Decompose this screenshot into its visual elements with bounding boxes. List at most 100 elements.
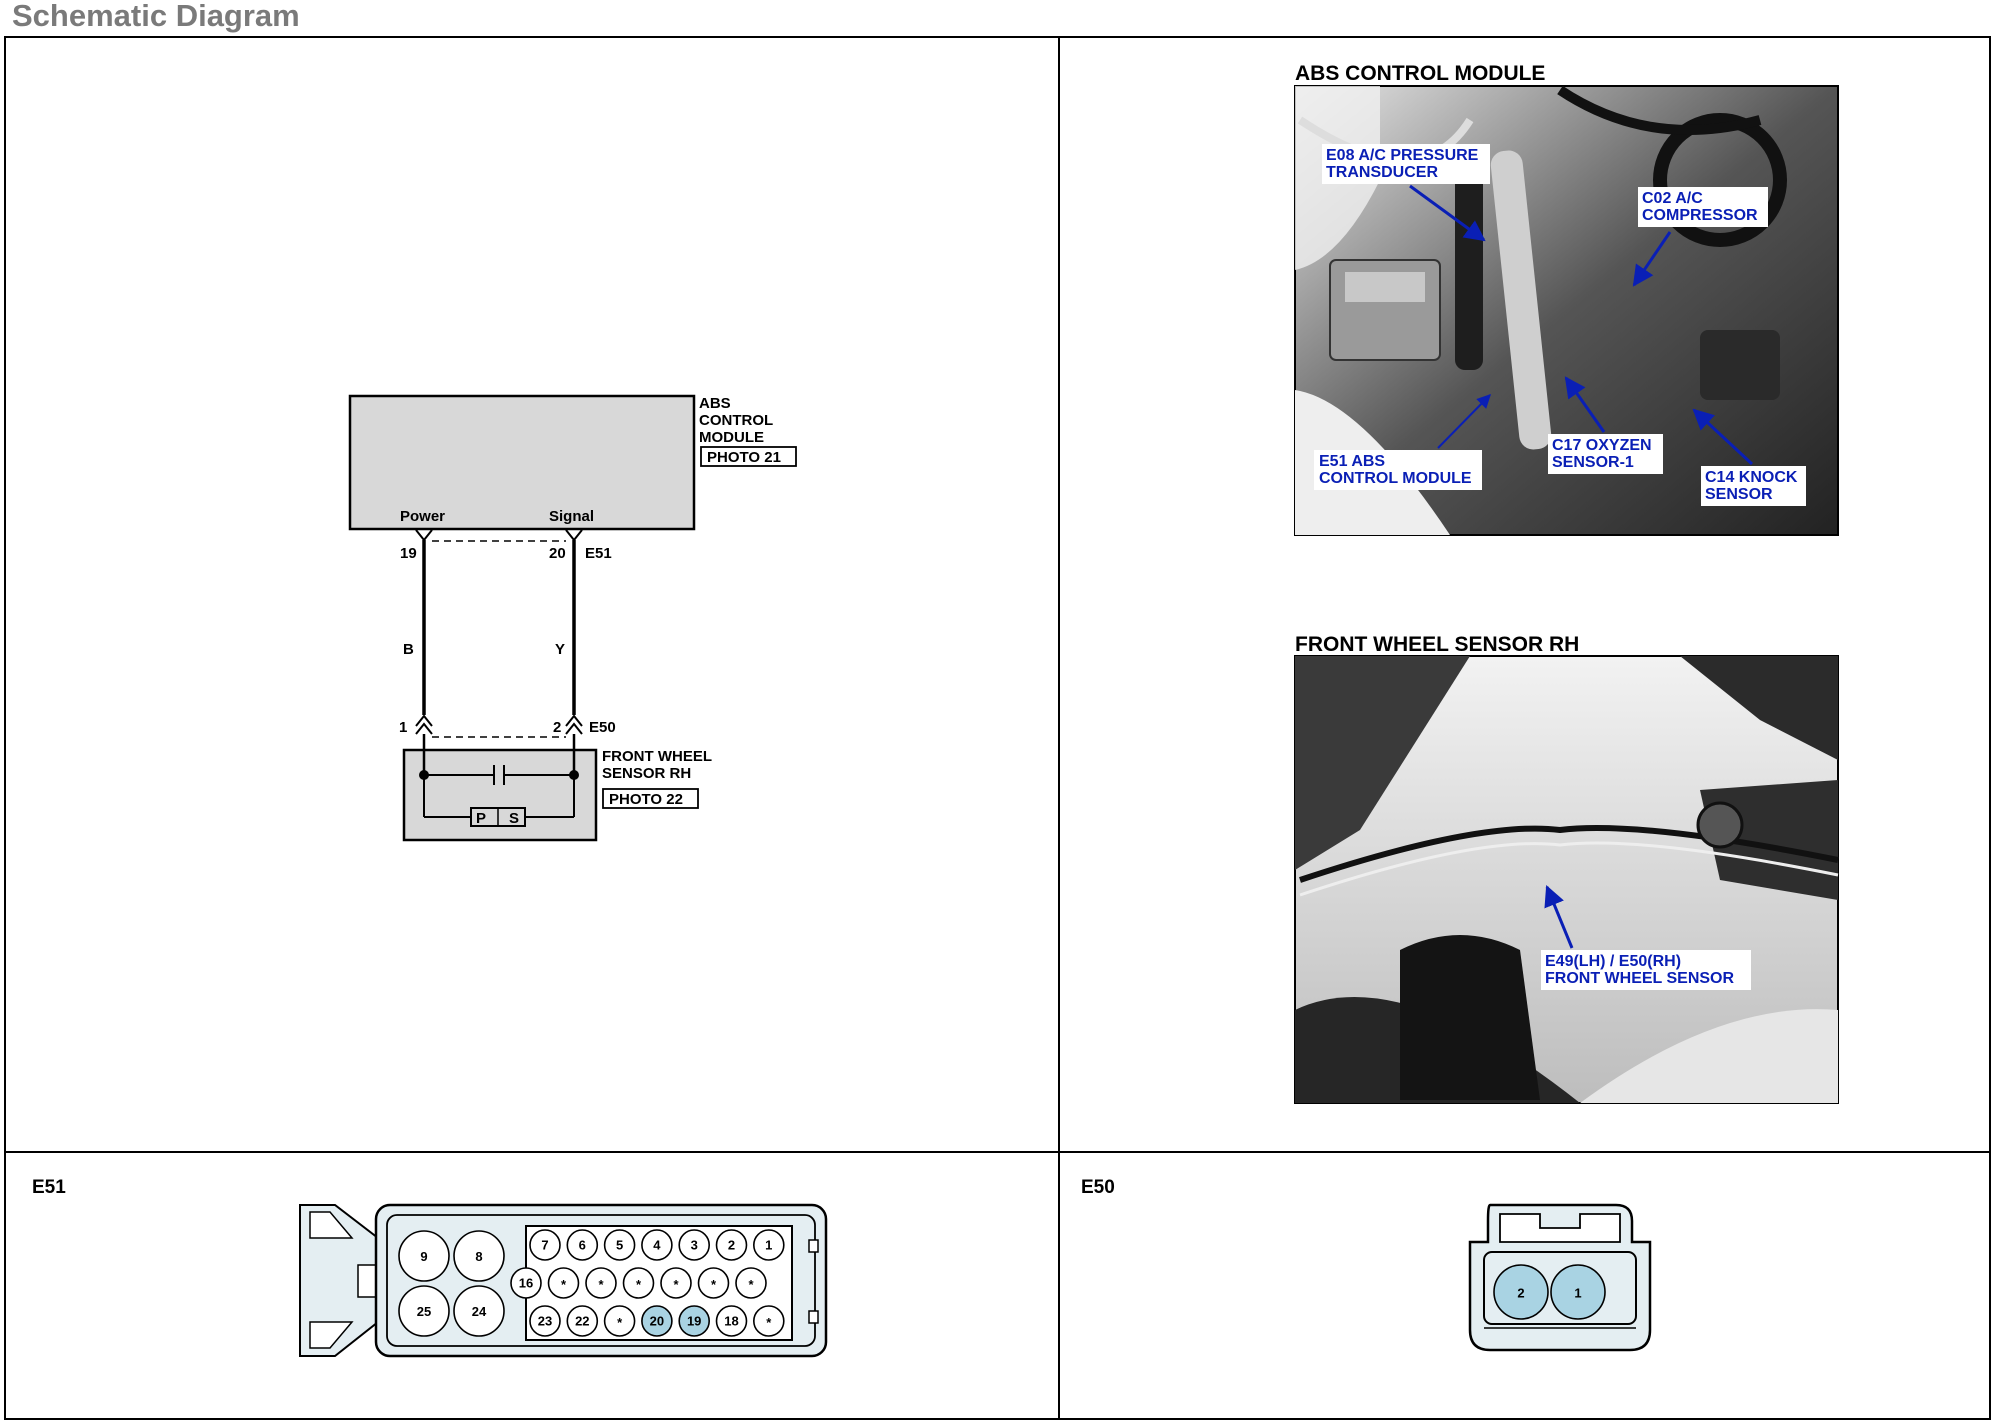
wire-y-color: Y [555,641,565,658]
connector-pin: 3 [678,1229,711,1261]
pin-label: 4 [653,1238,661,1253]
pin-label: 5 [616,1238,623,1253]
abs-module-label-3: MODULE [699,429,764,446]
photo22-box [602,788,699,809]
pin-label: 1 [765,1238,772,1253]
ps-p-label: P [476,810,486,827]
sensor-pin2-number: 2 [553,719,561,736]
pin-label: * [561,1277,567,1292]
connector-pin: * [752,1305,785,1337]
pin19-terminal [415,529,433,542]
pin-label: 20 [650,1314,664,1329]
connector-pin: 1 [1550,1264,1606,1320]
pin20-terminal [565,529,583,542]
abs-module-label-2: CONTROL [699,412,773,429]
pin-label: 19 [687,1314,701,1329]
pin-label: 2 [1517,1285,1524,1300]
power-label: Power [400,508,445,525]
pin-label: 9 [420,1249,427,1264]
callout-e51-box [1314,450,1482,490]
pin-label: * [617,1315,623,1330]
pin-label: 16 [519,1276,533,1291]
pin-label: * [711,1277,717,1292]
pin19-number: 19 [400,545,417,562]
pin-label: * [673,1277,679,1292]
wheel-sensor-label-1: FRONT WHEEL [602,748,712,765]
connector-pin: 8 [453,1230,505,1282]
abs-module-label-1: ABS [699,395,731,412]
pin-label: * [766,1315,772,1330]
connector-pin: 24 [453,1285,505,1337]
connector-pin: * [622,1267,655,1299]
callout-c02-line2: COMPRESSOR [1642,207,1758,224]
signal-label: Signal [549,508,594,525]
connector-pin: 23 [529,1305,561,1337]
pin-label: 22 [575,1314,589,1329]
connector-pin: * [547,1267,580,1299]
wheel-photo [1294,655,1839,1104]
callout-c17-box [1548,434,1663,474]
callout-c02-line1: C02 A/C [1642,190,1703,207]
callout-e49-box [1541,950,1751,990]
photo21-label: PHOTO 21 [707,449,781,466]
connector-pin: 19 [678,1305,711,1337]
callout-c02-box [1638,187,1768,227]
pin-label: * [636,1277,642,1292]
abs-photo-title: ABS CONTROL MODULE [1295,62,1545,85]
pin-label: 8 [475,1249,482,1264]
page-title: Schematic Diagram [12,0,300,33]
connector-pin: 7 [529,1229,561,1261]
wheel-callouts: E49(LH) / E50(RH) FRONT WHEEL SENSOR [1541,885,1751,990]
connector-pin: * [660,1267,692,1299]
callout-e51-line2: CONTROL MODULE [1319,470,1472,487]
connector-pin: * [697,1267,730,1299]
page-frame [4,36,1991,1420]
pin-label: * [598,1277,604,1292]
ps-s-label: S [509,810,519,827]
connector-pin: * [735,1267,767,1299]
pin-label: 3 [691,1238,698,1253]
pin-label: 24 [472,1304,487,1319]
connector-pin: 18 [715,1305,748,1337]
pin-label: 6 [579,1238,586,1253]
connector-pin: * [585,1267,617,1299]
callout-c17-line1: C17 OXYZEN [1552,437,1652,454]
pin-label: 7 [541,1238,548,1253]
connector-pin: 9 [398,1230,450,1282]
callout-c14-line2: SENSOR [1705,486,1773,503]
callout-e08-line2: TRANSDUCER [1326,164,1438,181]
sensor-pin1-terminal [415,714,433,735]
callout-c14-box [1701,466,1806,506]
pin-label: * [748,1277,754,1292]
sensor-pin1-number: 1 [399,719,407,736]
connector-pin: 6 [566,1229,599,1261]
connector-pin: 2 [1493,1264,1549,1320]
connector-pin: 25 [398,1285,450,1337]
pin-label: 25 [417,1304,431,1319]
wheel-sensor-label-2: SENSOR RH [602,765,691,782]
callout-e49-line2: FRONT WHEEL SENSOR [1545,970,1734,987]
connector-pin: 5 [603,1229,636,1261]
photo21-box [700,446,797,467]
callout-e51-line1: E51 ABS [1319,453,1385,470]
pin-label: 2 [728,1238,735,1253]
callout-e08-box [1322,144,1490,184]
connector-pin: 22 [566,1305,599,1337]
abs-module-box [348,394,696,531]
photo22-label: PHOTO 22 [609,791,683,808]
wire-b-color: B [403,641,414,658]
pin20-number: 20 [549,545,566,562]
connector-pin: 4 [641,1229,673,1261]
e51-label: E51 [32,1177,66,1198]
sensor-pin2-terminal [565,714,583,735]
wheel-photo-title: FRONT WHEEL SENSOR RH [1295,633,1579,656]
e50-label: E50 [1081,1177,1115,1198]
callout-c17-line1: SENSOR-1 [1552,454,1634,471]
callout-c14-line1: C14 KNOCK [1705,469,1798,486]
connector-pin: 2 [715,1229,748,1261]
e51-connector-label: E51 [585,545,612,562]
connector-pin: 20 [641,1305,673,1337]
pin-label: 1 [1574,1285,1581,1300]
